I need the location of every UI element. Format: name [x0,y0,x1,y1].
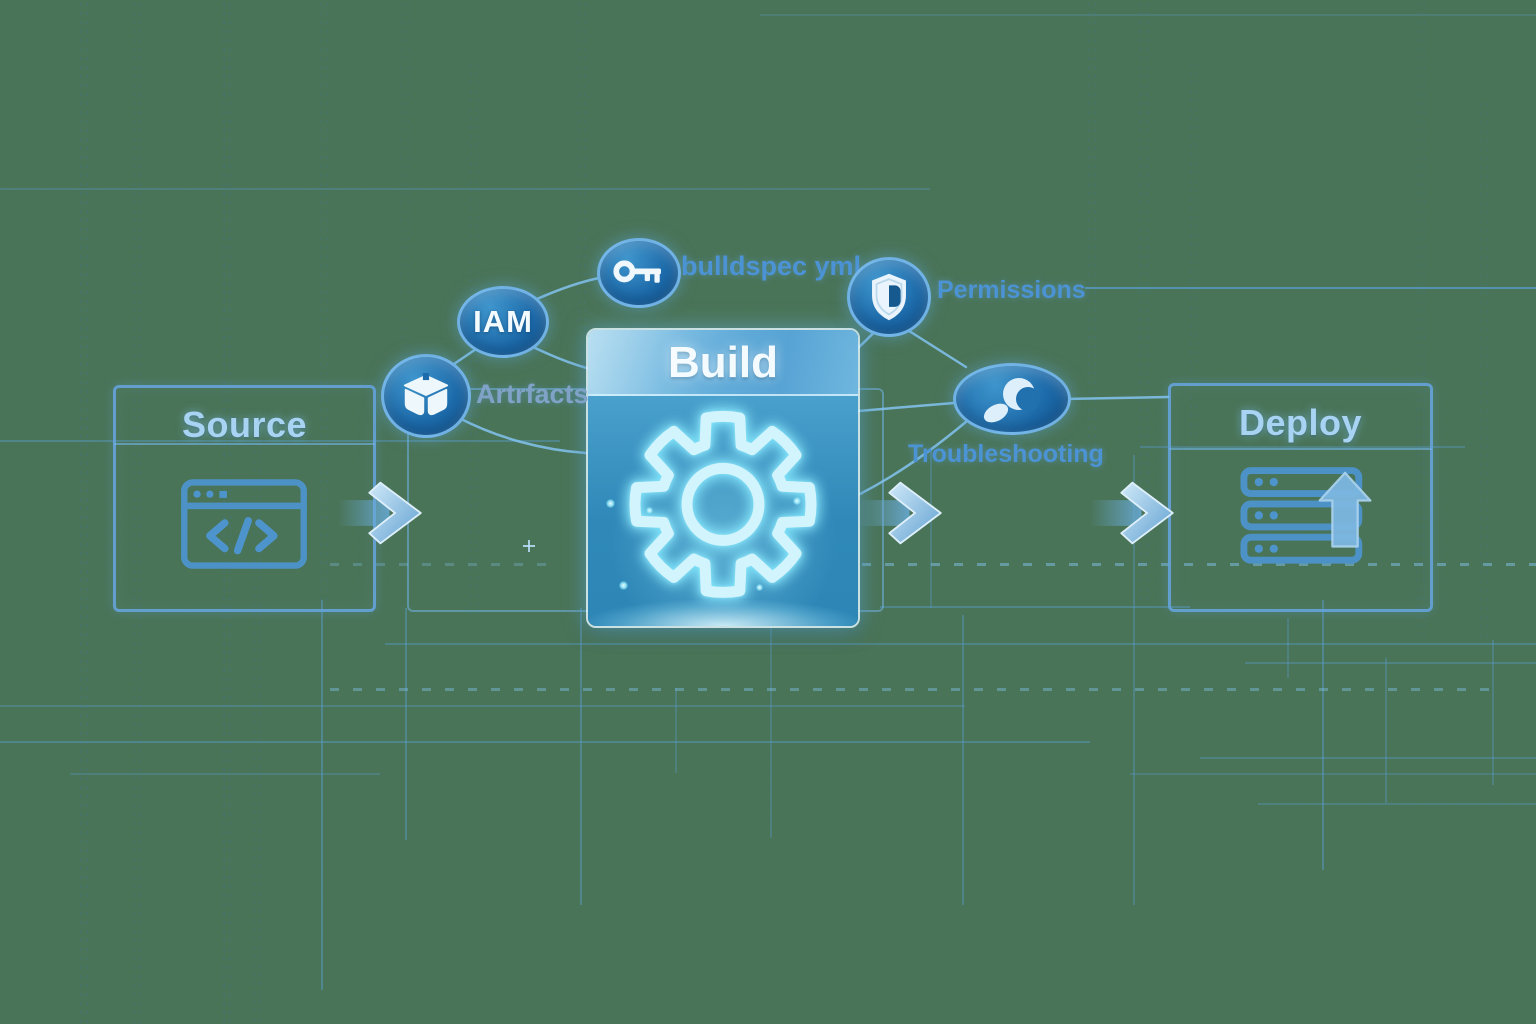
glow-particle [756,584,763,591]
servers-upload-icon [1240,467,1372,564]
speckle-band [1086,0,1097,460]
flow-arrow-next-deploy [1090,481,1174,545]
build-panel: Build [586,328,860,628]
grid-line [0,705,965,707]
artifacts-label: Artrfacts [476,379,589,409]
deploy-stage-box: Deploy [1168,383,1433,612]
build-panel-header: Build [588,330,858,396]
grid-line [70,773,380,775]
grid-line [770,608,772,838]
iam-label: IAM [473,304,533,339]
grid-line [1287,618,1289,678]
deploy-stage-title: Deploy [1238,402,1363,443]
glow-particle [606,499,615,508]
build-stage-title: Build [668,338,778,387]
troubleshooting-label: Troubleshooting [908,440,1104,468]
grid-line [580,608,582,905]
grid-line [405,608,407,840]
glow-particle [619,581,628,590]
grid-line [1492,640,1494,785]
artifacts-node [381,354,471,438]
troubleshooting-node [953,363,1071,435]
flow-arrow-source-build [338,481,422,545]
build-panel-body [588,396,858,626]
grid-line [385,643,1536,645]
speckle-band [1478,100,1489,640]
glow-particle [793,497,801,505]
source-stage-box: Source [113,385,376,612]
package-icon [403,373,449,416]
grid-line [880,606,1190,608]
grid-line [1245,662,1536,664]
stage-divider [114,443,375,445]
connector-troubleshooting-right [1062,395,1170,401]
connector-permissions-troubleshooting [904,327,968,369]
grid-line [321,600,323,990]
connector-iam-buildspec [535,276,601,301]
source-stage-title: Source [181,404,308,445]
grid-line [0,741,1090,743]
gear-icon [629,410,817,598]
grid-line [1385,658,1387,803]
key-icon [613,260,661,283]
speckle-band [78,0,89,1024]
iam-node: IAM [457,286,549,358]
code-window-icon [181,479,307,569]
permissions-label: Permissions [937,276,1086,304]
grid-line [962,615,964,905]
buildspec-label: bulldspec yml [681,251,862,281]
glow-particle [646,507,653,514]
grid-line [1130,773,1536,775]
grid-line [1322,600,1324,870]
shield-icon [872,273,906,321]
grid-line [1200,757,1536,759]
grid-line [760,14,1536,16]
dotted-grid-line [330,688,1500,691]
permissions-node [847,257,931,337]
grid-line [1085,287,1536,289]
grid-line [0,188,930,190]
stage-divider [1169,448,1432,450]
grid-line [1258,803,1536,805]
speckle-band [576,0,587,330]
wrench-icon [983,378,1040,423]
grid-line [675,688,677,773]
flow-arrow-build-next [858,481,942,545]
gear-icon-wrap [623,404,823,609]
buildspec-node [597,238,681,308]
